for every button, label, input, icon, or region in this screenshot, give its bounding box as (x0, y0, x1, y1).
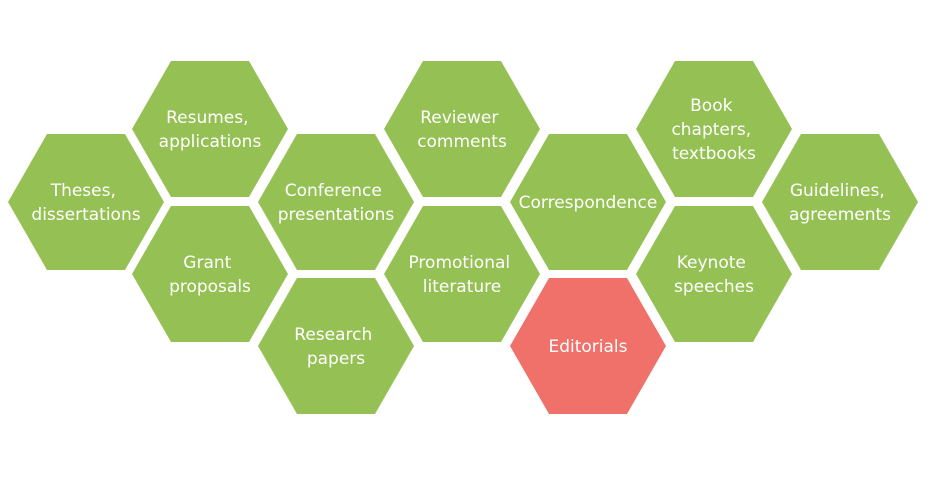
hexagon-label-line: Theses, (50, 181, 116, 201)
hexagon-resumes: Resumes, applications (132, 61, 288, 197)
hexagon-label-line: papers (307, 349, 365, 369)
hexagon-shape (510, 134, 666, 270)
hexagon-label-line: proposals (169, 277, 251, 297)
hexagon-editorials: Editorials (510, 278, 666, 414)
hexagon-label: Keynote speeches (674, 253, 754, 297)
hexagon-shape (510, 278, 666, 414)
hexagon-label-line: Reviewer (420, 108, 498, 128)
hexagon-label-line: Book (690, 96, 732, 116)
hexagon-label-line: Research (294, 325, 372, 345)
hexagon-label: Conference presentations (278, 181, 395, 225)
hexagon-shape (132, 206, 288, 342)
hexagon-correspondence: Correspondence (510, 134, 666, 270)
hexagon-label-line: Correspondence (519, 193, 658, 213)
hexagon-label-line: presentations (278, 205, 395, 225)
hexagon-label-line: applications (159, 132, 262, 152)
hexagon-label: Grant proposals (169, 253, 251, 297)
hexagon-label-line: Grant (183, 253, 231, 273)
hexagon-shape (636, 206, 792, 342)
hexagon-research: Research papers (258, 278, 414, 414)
hexagon-label-line: Guidelines, (790, 181, 885, 201)
hexagon-label: Guidelines, agreements (789, 181, 891, 225)
hexagon-shape (384, 61, 540, 197)
hexagon-label-line: Editorials (548, 337, 627, 357)
hexagon-shape (132, 61, 288, 197)
hexagon-label: Book chapters, textbooks (671, 96, 756, 164)
hexagon-theses: Theses, dissertations (8, 134, 164, 270)
hexagon-label: Theses, dissertations (31, 181, 140, 225)
hexagon-grant: Grant proposals (132, 206, 288, 342)
hexagon-shape (384, 206, 540, 342)
hexagon-label: Editorials (548, 337, 627, 357)
hexagon-guidelines: Guidelines, agreements (762, 134, 918, 270)
hexagon-label-line: agreements (789, 205, 891, 225)
hexagon-conference: Conference presentations (258, 134, 414, 270)
hexagon-shape (762, 134, 918, 270)
hexagon-shape (636, 61, 792, 197)
hexagon-label: Correspondence (519, 193, 658, 213)
hexagon-label-line: comments (417, 132, 507, 152)
hexagon-shape (258, 278, 414, 414)
hexagon-promotional: Promotional literature (384, 206, 540, 342)
hexagon-label-line: literature (423, 277, 502, 297)
hexagon-book: Book chapters, textbooks (636, 61, 792, 197)
hexagon-label: Resumes, applications (159, 108, 262, 152)
hexagon-shape (258, 134, 414, 270)
hexagon-reviewer: Reviewer comments (384, 61, 540, 197)
hexagon-shape (8, 134, 164, 270)
hexagon-label-line: textbooks (672, 144, 756, 164)
hexagon-label: Research papers (294, 325, 377, 369)
hexagon-label-line: speeches (674, 277, 754, 297)
hexagon-label-line: Resumes, (166, 108, 248, 128)
hexagon-label-line: Promotional (408, 253, 510, 273)
hexagon-label: Reviewer comments (417, 108, 507, 152)
hexagon-label-line: Conference (285, 181, 382, 201)
hexagon-label-line: Keynote (677, 253, 746, 273)
hexagon-label: Promotional literature (408, 253, 515, 297)
hexagon-keynote: Keynote speeches (636, 206, 792, 342)
hexagon-label-line: chapters, (671, 120, 751, 140)
hexagon-label-line: dissertations (31, 205, 140, 225)
